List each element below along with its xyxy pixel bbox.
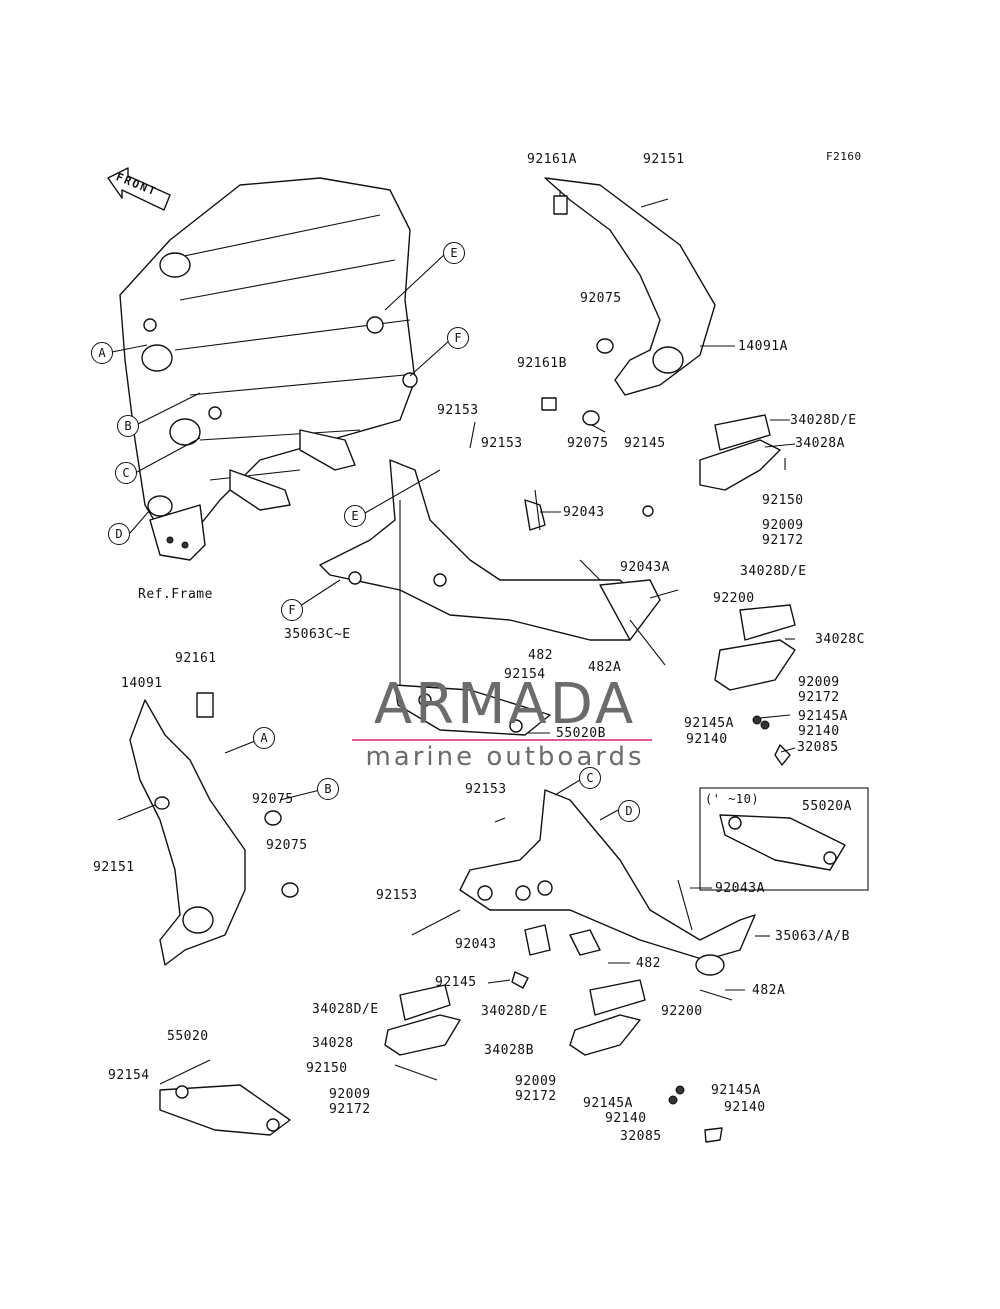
- part-label: 482A: [588, 660, 622, 675]
- part-label: 34028D/E: [481, 1004, 548, 1019]
- watermark-title: ARMADA: [373, 672, 637, 737]
- part-label: 92140: [605, 1111, 647, 1126]
- part-label: 92145A: [583, 1096, 633, 1111]
- part-label: 92153: [465, 782, 507, 797]
- part-label: 92172: [762, 533, 804, 548]
- ref-frame-label: Ref.Frame: [138, 587, 213, 602]
- part-label: 92172: [798, 690, 840, 705]
- part-label: 92172: [329, 1102, 371, 1117]
- part-label: 92200: [661, 1004, 703, 1019]
- callout-f-upper: F: [447, 327, 469, 349]
- part-label: 92145A: [798, 709, 848, 724]
- part-label: 92153: [376, 888, 418, 903]
- part-label: 92043: [563, 505, 605, 520]
- part-label: 92009: [515, 1074, 557, 1089]
- watermark-rule: [352, 739, 652, 741]
- part-label: 34028D/E: [312, 1002, 379, 1017]
- watermark-subtitle: marine outboards: [365, 742, 645, 772]
- part-label: 92043A: [620, 560, 670, 575]
- part-label: 92150: [306, 1061, 348, 1076]
- part-label: 92140: [724, 1100, 766, 1115]
- part-label: 92043A: [715, 881, 765, 896]
- heel-plate-drawing: [159, 1084, 291, 1136]
- part-label: 35063C~E: [284, 627, 351, 642]
- part-label: 92151: [93, 860, 135, 875]
- part-label: 92151: [643, 152, 685, 167]
- part-label: 92161B: [517, 356, 567, 371]
- part-label: 92075: [580, 291, 622, 306]
- callout-b-lower: B: [317, 778, 339, 800]
- inset-box-drawing: [699, 787, 869, 891]
- inset-note: (' ~10): [705, 792, 760, 806]
- callout-b-upper: B: [117, 415, 139, 437]
- part-label: 92145: [624, 436, 666, 451]
- part-label: 92075: [252, 792, 294, 807]
- part-label: 92150: [762, 493, 804, 508]
- part-label: 92161A: [527, 152, 577, 167]
- callout-a-upper: A: [91, 342, 113, 364]
- part-label: 92009: [762, 518, 804, 533]
- part-label: 92009: [798, 675, 840, 690]
- lower-step-bracket-drawing: [459, 789, 756, 976]
- part-label: 482: [528, 648, 553, 663]
- part-label: 55020: [167, 1029, 209, 1044]
- part-label: 482: [636, 956, 661, 971]
- heel-plate-b-drawing: [394, 684, 551, 736]
- part-label: 92145: [435, 975, 477, 990]
- part-label: 92154: [504, 667, 546, 682]
- part-label: 92075: [567, 436, 609, 451]
- upper-frame-cover-drawing: [541, 177, 716, 426]
- part-label: 92154: [108, 1068, 150, 1083]
- leader-lines: [111, 190, 796, 1085]
- part-label: 34028: [312, 1036, 354, 1051]
- part-label: 34028B: [484, 1043, 534, 1058]
- upper-footpegs-drawing: [534, 414, 796, 766]
- part-label: 34028D/E: [740, 564, 807, 579]
- part-label: 92009: [329, 1087, 371, 1102]
- callout-c-upper: C: [115, 462, 137, 484]
- part-label: 92145A: [684, 716, 734, 731]
- part-label: 92145A: [711, 1083, 761, 1098]
- diagram-id: F2160: [826, 150, 862, 163]
- lower-footpegs-drawing: [384, 971, 723, 1143]
- part-label: 92172: [515, 1089, 557, 1104]
- part-label: 92161: [175, 651, 217, 666]
- callout-d-upper: D: [108, 523, 130, 545]
- part-label: 34028D/E: [790, 413, 857, 428]
- part-label: 34028A: [795, 436, 845, 451]
- part-label: 92153: [481, 436, 523, 451]
- part-label: 35063/A/B: [775, 929, 850, 944]
- callout-f-lower: F: [281, 599, 303, 621]
- part-label: 32085: [797, 740, 839, 755]
- part-label: 32085: [620, 1129, 662, 1144]
- callout-d-lower: D: [618, 800, 640, 822]
- part-label: 55020B: [556, 726, 606, 741]
- main-frame-drawing: [119, 177, 418, 561]
- callout-a-lower: A: [253, 727, 275, 749]
- part-label: 92200: [713, 591, 755, 606]
- lower-frame-cover-drawing: [117, 692, 299, 966]
- callout-c-lower: C: [579, 767, 601, 789]
- part-label: 92153: [437, 403, 479, 418]
- part-label: 92140: [798, 724, 840, 739]
- part-label: 92043: [455, 937, 497, 952]
- part-label: 55020A: [802, 799, 852, 814]
- part-label: 482A: [752, 983, 786, 998]
- part-label: 92075: [266, 838, 308, 853]
- upper-step-bracket-drawing: [319, 459, 666, 700]
- part-label: 92140: [686, 732, 728, 747]
- part-label: 14091: [121, 676, 163, 691]
- front-arrow-icon: [107, 167, 171, 211]
- callout-e-lower: E: [344, 505, 366, 527]
- callout-e-upper: E: [443, 242, 465, 264]
- part-label: 34028C: [815, 632, 865, 647]
- part-label: 14091A: [738, 339, 788, 354]
